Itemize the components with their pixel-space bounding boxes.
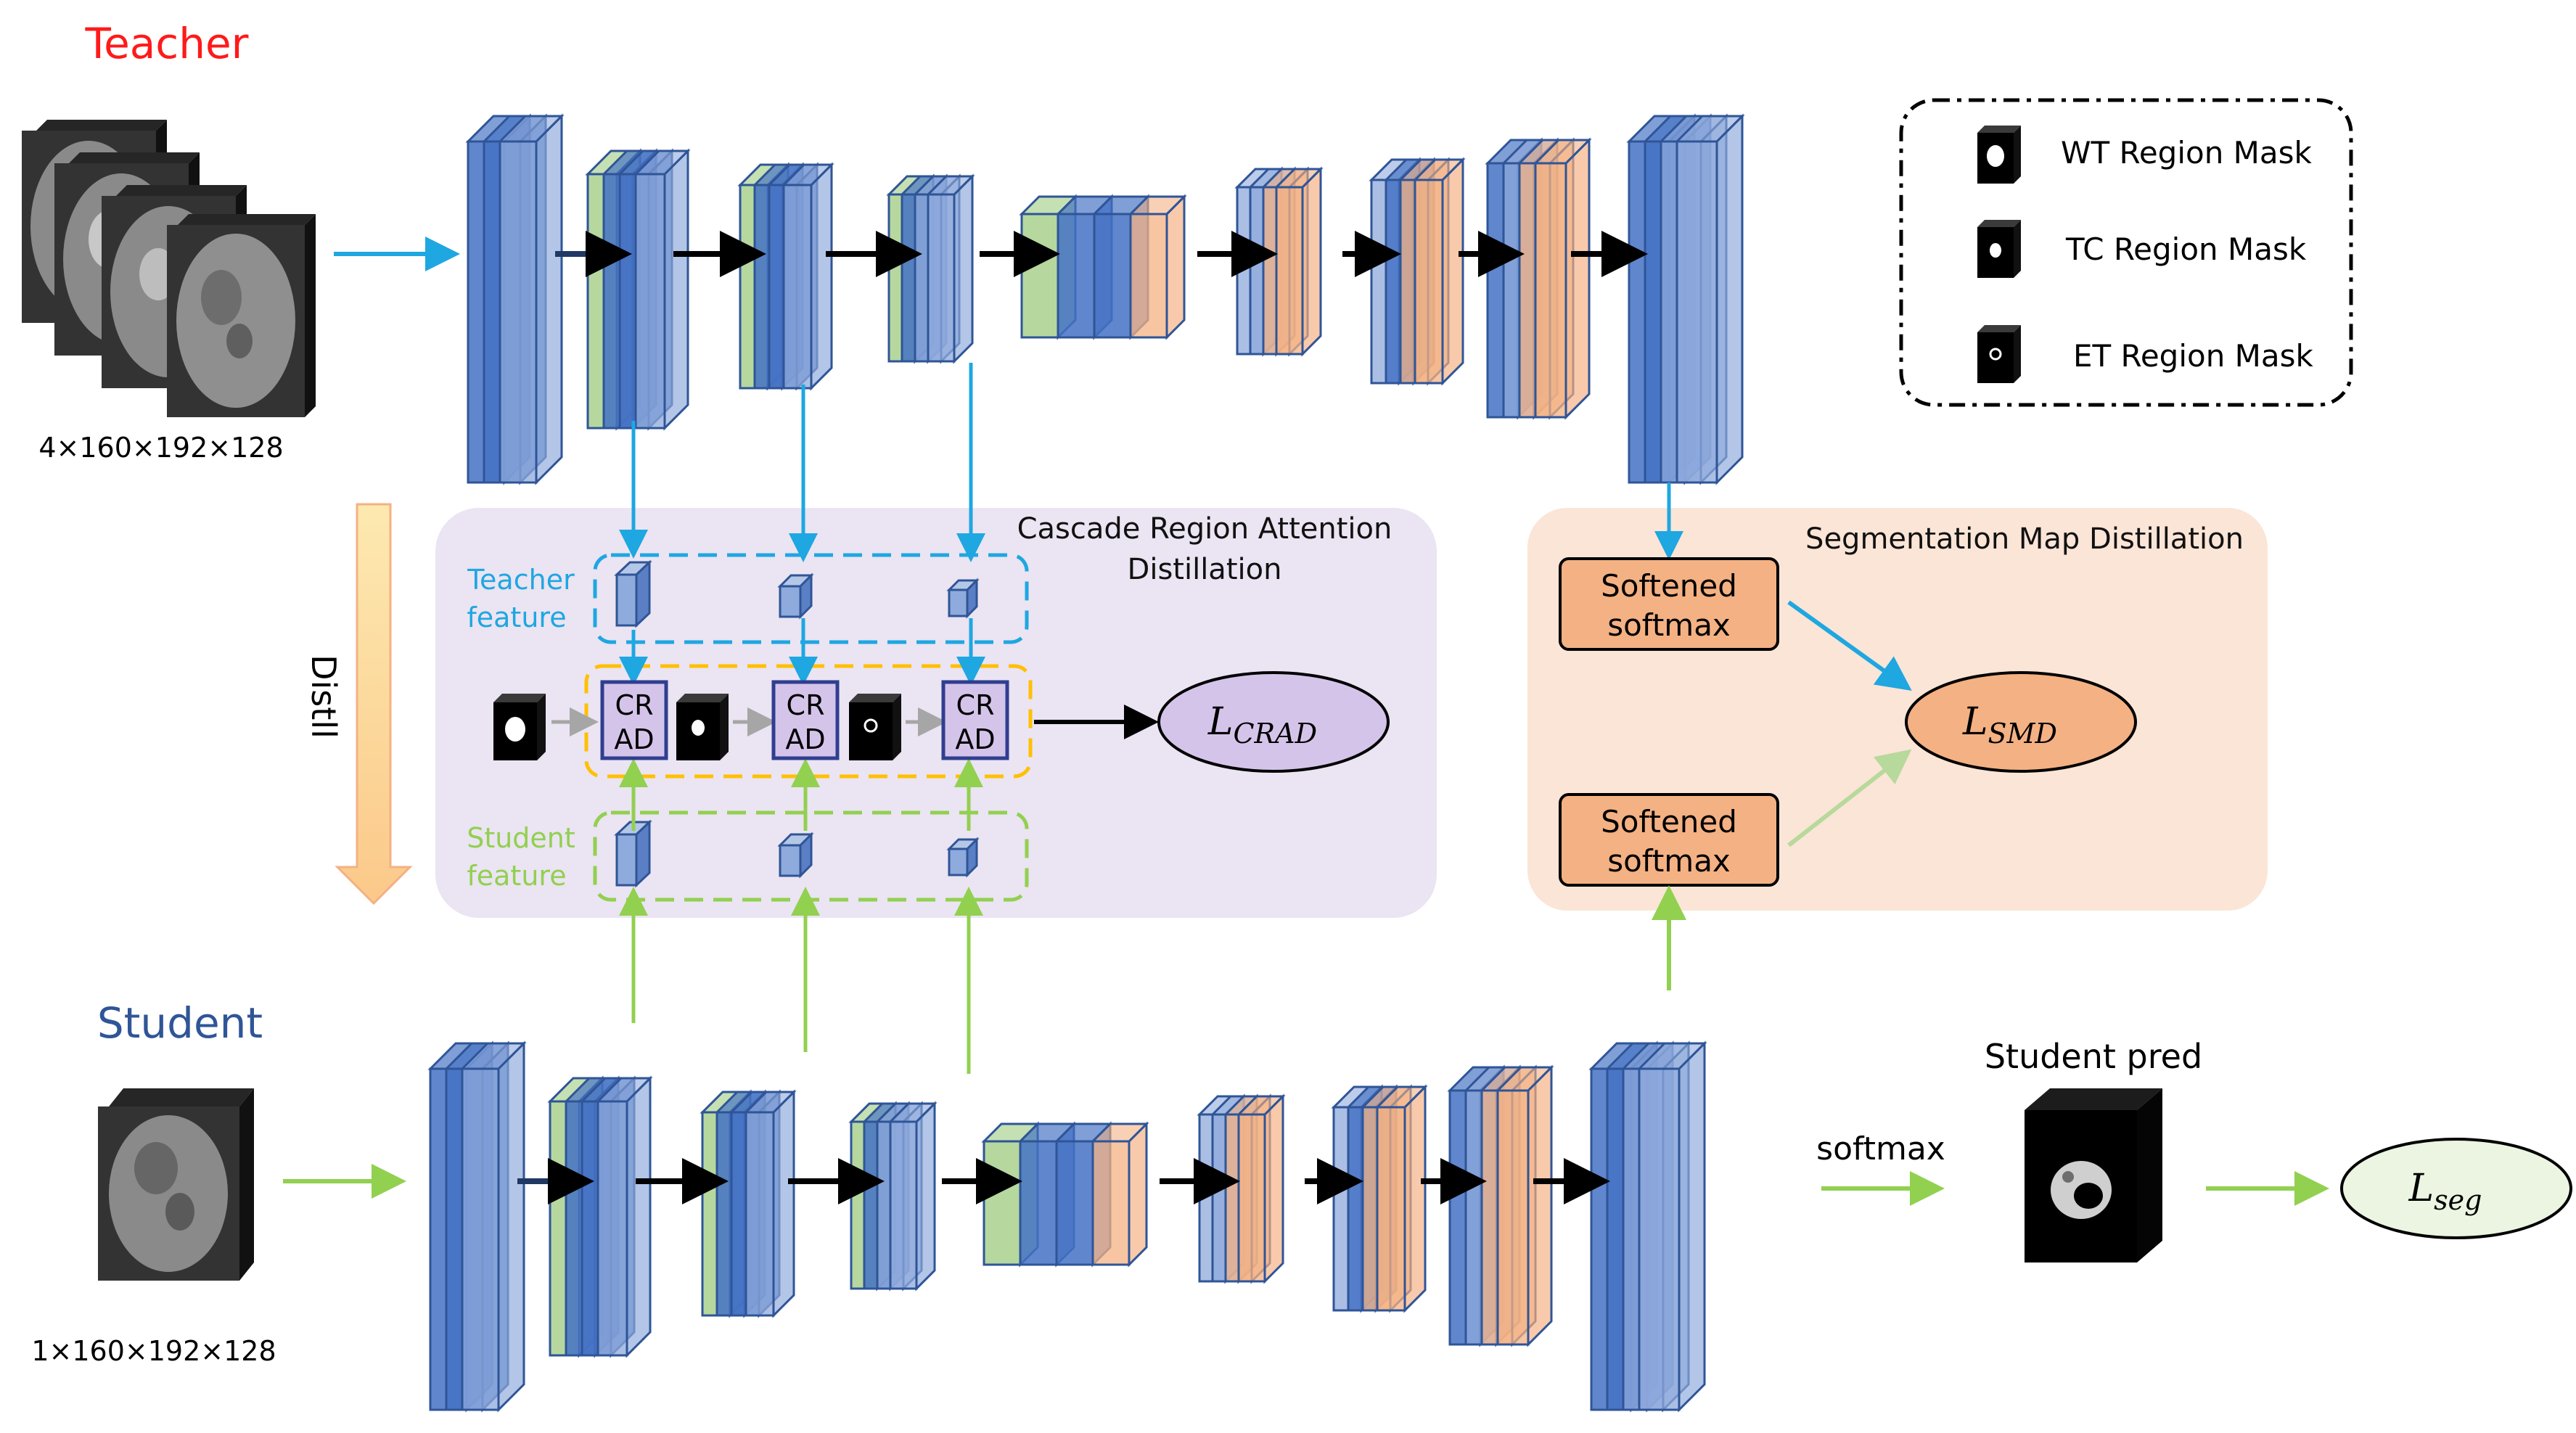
smd-box2-line1: Softened <box>1601 804 1737 839</box>
crad-loss-ellipse: LCRAD <box>1157 671 1390 773</box>
teacher-layer-7-slab-4 <box>1412 157 1466 386</box>
student-pred-image <box>2025 1088 2162 1262</box>
teacher-title: Teacher <box>85 19 249 68</box>
svg-text:Lseg: Lseg <box>2408 1167 2482 1216</box>
legend-wt-label: WT Region Mask <box>2061 135 2313 171</box>
softmax-label: softmax <box>1816 1130 1945 1167</box>
distill-label: Distll <box>304 654 343 739</box>
teacher-layer-2-slab-4 <box>633 148 691 431</box>
teacher-layer-9-slab-4 <box>1674 113 1745 485</box>
teacher-layer-5-slab-4 <box>1128 194 1187 340</box>
student-layer-5-slab-4 <box>1090 1121 1149 1268</box>
crad-module-3: CR AD <box>941 680 1009 760</box>
teacher-input-dims: 4×160×192×128 <box>38 432 283 464</box>
teacher-layer-3-slab-4 <box>781 162 834 391</box>
student-feature-cube-1 <box>614 819 652 888</box>
teacher-layer-6-slab-4 <box>1273 166 1324 357</box>
crad-loss-main: L <box>1207 700 1234 744</box>
legend-tc-label: TC Region Mask <box>2065 231 2307 267</box>
legend-box <box>1899 98 2353 407</box>
crad-title-line1: Cascade Region Attention <box>1017 512 1392 546</box>
smd-loss-main: L <box>1962 700 1988 744</box>
legend-et-icon <box>1977 325 2021 383</box>
legend-et-label: ET Region Mask <box>2073 338 2314 374</box>
student-layer-6-slab-4 <box>1236 1093 1286 1284</box>
student-feature-cube-3 <box>946 837 980 878</box>
student-layer-4-slab-4 <box>887 1101 938 1292</box>
student-mri-input <box>98 1088 254 1281</box>
student-layer-7-slab-4 <box>1374 1084 1428 1313</box>
student-layer-1-slab-3 <box>459 1040 527 1413</box>
teacher-layer-4-slab-4 <box>925 173 975 364</box>
teacher-network <box>465 113 1745 485</box>
crad-module-1-line1: CR <box>615 689 654 721</box>
seg-loss-sub: seg <box>2434 1184 2482 1216</box>
svg-text:LCRAD: LCRAD <box>1207 700 1317 750</box>
crad-module-1-line2: AD <box>614 723 654 755</box>
softened-softmax-teacher: Softened softmax <box>1559 557 1779 651</box>
student-feature-label-line2: feature <box>467 860 566 892</box>
smd-box2-line2: softmax <box>1607 843 1731 879</box>
legend-tc-icon <box>1977 220 2021 278</box>
crad-module-2: CR AD <box>771 680 840 760</box>
student-layer-3-slab-4 <box>743 1089 797 1318</box>
distill-arrow <box>335 503 413 906</box>
student-input-dims: 1×160×192×128 <box>31 1335 276 1367</box>
smd-loss-ellipse: LSMD <box>1905 671 2137 773</box>
teacher-feature-label-line1: Teacher <box>467 564 575 596</box>
smd-box1-line2: softmax <box>1607 607 1731 643</box>
seg-loss-ellipse: Lseg <box>2340 1138 2572 1239</box>
teacher-layer-8-slab-4 <box>1533 137 1592 420</box>
student-layer-9-slab-4 <box>1636 1040 1707 1413</box>
teacher-layer-1-slab-3 <box>497 113 565 485</box>
svg-text:LSMD: LSMD <box>1962 700 2057 750</box>
student-feature-cube-2 <box>777 832 814 879</box>
softened-softmax-student: Softened softmax <box>1559 793 1779 887</box>
crad-module-2-line1: CR <box>787 689 825 721</box>
smd-loss-sub: SMD <box>1988 718 2057 750</box>
et-mask-icon <box>849 694 901 760</box>
crad-module-3-line2: AD <box>955 723 995 755</box>
teacher-feature-label-line2: feature <box>467 601 566 633</box>
teacher-feature-cube-2 <box>777 572 814 620</box>
student-title: Student <box>97 998 263 1048</box>
smd-box1-line1: Softened <box>1601 568 1737 604</box>
wt-mask-icon <box>493 694 546 760</box>
smd-student-to-loss-arrow <box>1787 749 1912 847</box>
student-pred-label: Student pred <box>1985 1037 2202 1076</box>
smd-teacher-to-loss-arrow <box>1787 600 1912 691</box>
crad-loss-sub: CRAD <box>1233 718 1317 750</box>
crad-module-3-line1: CR <box>956 689 995 721</box>
tc-mask-icon <box>676 694 729 760</box>
seg-loss-main: L <box>2408 1167 2435 1210</box>
teacher-mri-stack <box>22 120 316 417</box>
mri-slice-4 <box>167 214 316 417</box>
student-layer-2-slab-4 <box>595 1075 653 1358</box>
crad-module-2-line2: AD <box>785 723 825 755</box>
crad-module-1: CR AD <box>600 680 668 760</box>
teacher-feature-cube-1 <box>614 559 652 628</box>
smd-title: Segmentation Map Distillation <box>1805 522 2244 556</box>
teacher-feature-box <box>593 553 1029 644</box>
legend-wt-icon <box>1977 126 2021 184</box>
student-feature-label-line1: Student <box>467 822 575 854</box>
crad-title-line2: Distillation <box>1128 553 1282 586</box>
student-network <box>427 1040 1707 1413</box>
teacher-feature-cube-3 <box>946 578 980 619</box>
student-layer-8-slab-4 <box>1495 1064 1554 1347</box>
